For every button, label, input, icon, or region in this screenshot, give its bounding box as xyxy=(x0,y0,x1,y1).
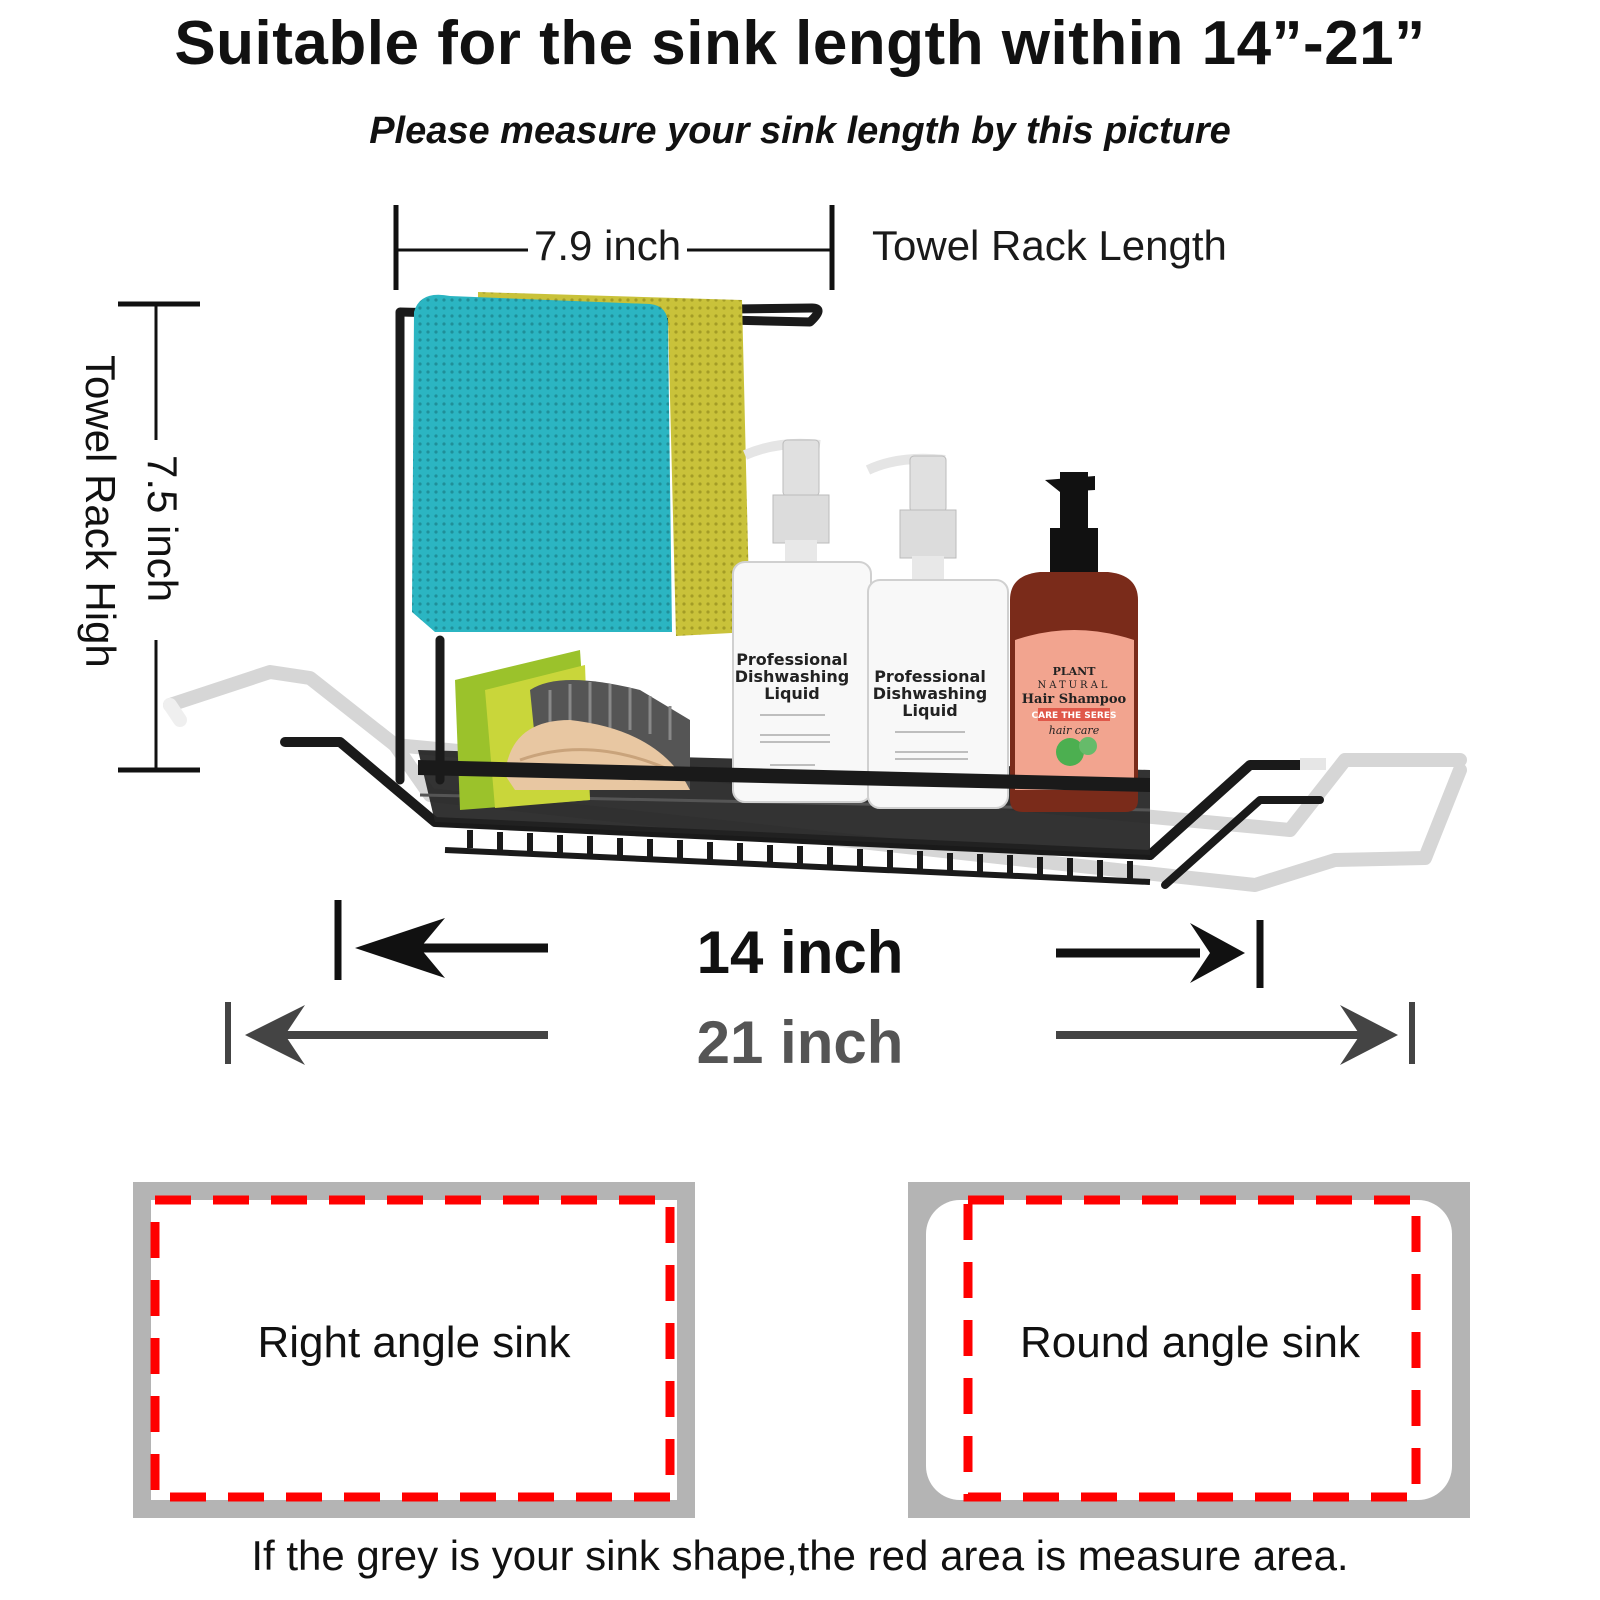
shampoo-bottle: PLANT NATURAL Hair Shampoo CARE THE SERE… xyxy=(1010,472,1138,812)
extended-rack-ghost xyxy=(163,665,1467,892)
round-angle-sink xyxy=(908,1182,1470,1518)
towel-rack-high-caption: Towel Rack High xyxy=(77,355,124,668)
shampoo-label-line3: Hair Shampoo xyxy=(1022,692,1127,707)
shampoo-label-line2: NATURAL xyxy=(1038,680,1111,691)
towels xyxy=(412,292,750,636)
towel-rack-length-caption: Towel Rack Length xyxy=(872,222,1227,269)
right-angle-sink-label: Right angle sink xyxy=(257,1318,571,1367)
sponge-brush xyxy=(455,650,690,810)
tray-front-lip xyxy=(418,760,1150,792)
shampoo-label-line4: CARE THE SERES xyxy=(1032,711,1117,721)
bottle-1-label-line1: Professional xyxy=(736,650,848,669)
round-angle-sink-label: Round angle sink xyxy=(1019,1318,1360,1367)
dish-soap-bottle-1: Professional Dishwashing Liquid xyxy=(732,438,872,803)
bottle-2-label-line2: Dishwashing xyxy=(873,684,988,703)
bottle-1-label-line2: Dishwashing xyxy=(735,667,850,686)
bottle-2-label-line1: Professional xyxy=(874,667,986,686)
towel-bar-frame xyxy=(395,303,823,785)
right-angle-sink xyxy=(133,1182,695,1518)
towel-rack-height-value: 7.5 inch xyxy=(139,455,186,603)
shampoo-label-line5: hair care xyxy=(1049,724,1100,737)
min-length-label: 14 inch xyxy=(696,919,904,986)
arrow-21-inch xyxy=(225,1002,1415,1065)
height-dimension-line xyxy=(118,301,200,773)
dish-soap-bottle-2: Professional Dishwashing Liquid xyxy=(865,453,1009,809)
shampoo-label-line1: PLANT xyxy=(1053,665,1097,678)
footer-note: If the grey is your sink shape,the red a… xyxy=(251,1532,1349,1579)
page-title: Suitable for the sink length within 14”-… xyxy=(174,9,1426,78)
bottle-2-label-line3: Liquid xyxy=(902,701,957,720)
arrow-14-inch xyxy=(334,900,1264,988)
bottle-1-label-line3: Liquid xyxy=(764,684,819,703)
max-length-label: 21 inch xyxy=(696,1009,904,1076)
towel-rack-width-value: 7.9 inch xyxy=(528,222,688,270)
page-subtitle: Please measure your sink length by this … xyxy=(369,110,1231,152)
